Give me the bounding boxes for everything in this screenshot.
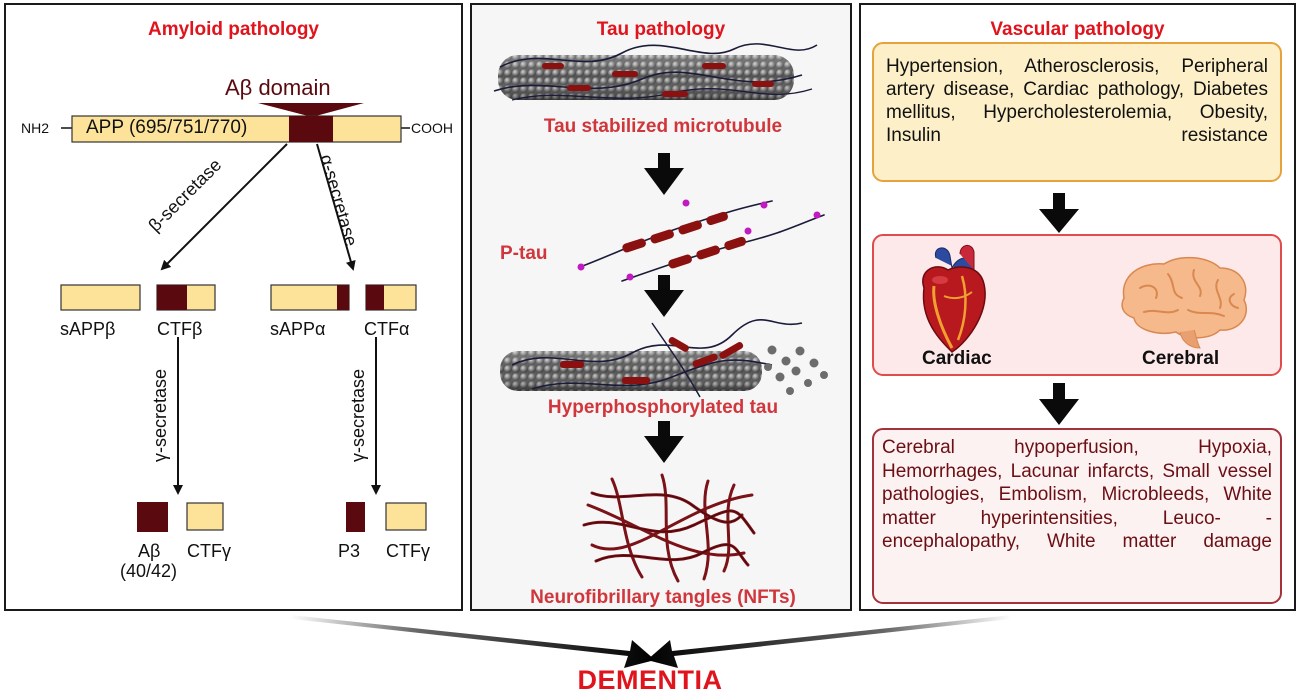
- ctfb-label: CTFβ: [157, 319, 203, 339]
- brain-icon: [1121, 256, 1247, 349]
- ptau-label: P-tau: [500, 243, 548, 264]
- organs-box: Cardiac Cerebral: [872, 234, 1282, 376]
- risk-factors-box: Hypertension, Atherosclerosis, Periphera…: [872, 42, 1282, 182]
- amyloid-to-dementia-arrow: [290, 615, 655, 668]
- vascular-title: Vascular pathology: [990, 19, 1165, 40]
- p3-label: P3: [338, 541, 361, 561]
- cooh-label: COOH: [411, 120, 453, 136]
- vascular-to-dementia-arrow: [647, 615, 1012, 668]
- nh2-label: NH2: [21, 120, 50, 136]
- vascular-arrows: [1039, 193, 1079, 425]
- app-label: APP (695/751/770): [86, 117, 248, 138]
- hyperphosphorylated-label: Hyperphosphorylated tau: [547, 397, 779, 418]
- nft-tangle-detail: [583, 492, 755, 566]
- sappb-fragment: [60, 284, 141, 311]
- tau-diagram: [493, 43, 828, 583]
- heart-icon: [922, 245, 986, 353]
- hyperphosphorylated-microtubule: [500, 319, 828, 398]
- abeta-fragment: [137, 502, 168, 532]
- nft-label: Neurofibrillary tangles (NFTs): [530, 587, 796, 608]
- cardiac-label: Cardiac: [922, 348, 992, 369]
- amyloid-diagram: [60, 103, 427, 532]
- risk-factors-text: Hypertension, Atherosclerosis, Periphera…: [886, 56, 1268, 146]
- amyloid-title: Amyloid pathology: [148, 19, 319, 40]
- tau-stabilized-label: Tau stabilized microtubule: [543, 116, 783, 137]
- ctfg-fragment-left: [186, 502, 224, 531]
- tau-title: Tau pathology: [596, 19, 726, 40]
- organs-illustration: [922, 245, 1247, 353]
- abeta-domain-label: Aβ domain: [225, 75, 331, 100]
- sappb-label: sAPPβ: [60, 319, 116, 339]
- tau-arrows: [644, 153, 684, 463]
- app-bar: [71, 115, 402, 143]
- ctfa-label: CTFα: [364, 319, 410, 339]
- abeta-label: Aβ: [138, 541, 161, 561]
- vascular-outcomes-text: Cerebral hypoperfusion, Hypoxia, Hemorrh…: [882, 437, 1272, 552]
- p3-fragment: [346, 502, 365, 532]
- sappa-label: sAPPα: [270, 319, 326, 339]
- vascular-panel: Vascular pathology Hypertension, Atheros…: [859, 3, 1296, 611]
- abeta-domain-block: [289, 116, 333, 142]
- tau-panel: Tau pathology: [470, 3, 852, 611]
- ctfg-fragment-right: [385, 502, 427, 531]
- dementia-label: DEMENTIA: [577, 665, 723, 695]
- abeta-subtype-label: (40/42): [120, 561, 178, 581]
- abeta-domain-wedge: [258, 103, 364, 117]
- ctfg-label-left: CTFγ: [187, 541, 231, 561]
- ptau-strands: [577, 199, 825, 282]
- ctfb-fragment-abeta: [157, 285, 187, 310]
- cerebral-label: Cerebral: [1142, 348, 1220, 369]
- sappa-fragment-abeta: [337, 285, 349, 310]
- ctfa-fragment-abeta: [366, 285, 384, 310]
- vascular-diagram: [1039, 193, 1079, 425]
- alpha-secretase-arrow: [316, 143, 356, 271]
- tau-stabilized-microtubule: [493, 43, 818, 101]
- vascular-outcomes-box: Cerebral hypoperfusion, Hypoxia, Hemorrh…: [872, 428, 1282, 604]
- amyloid-panel: Amyloid pathology Aβ domain: [4, 3, 463, 611]
- ctfg-label-right: CTFγ: [386, 541, 430, 561]
- beta-secretase-arrow: [160, 143, 288, 271]
